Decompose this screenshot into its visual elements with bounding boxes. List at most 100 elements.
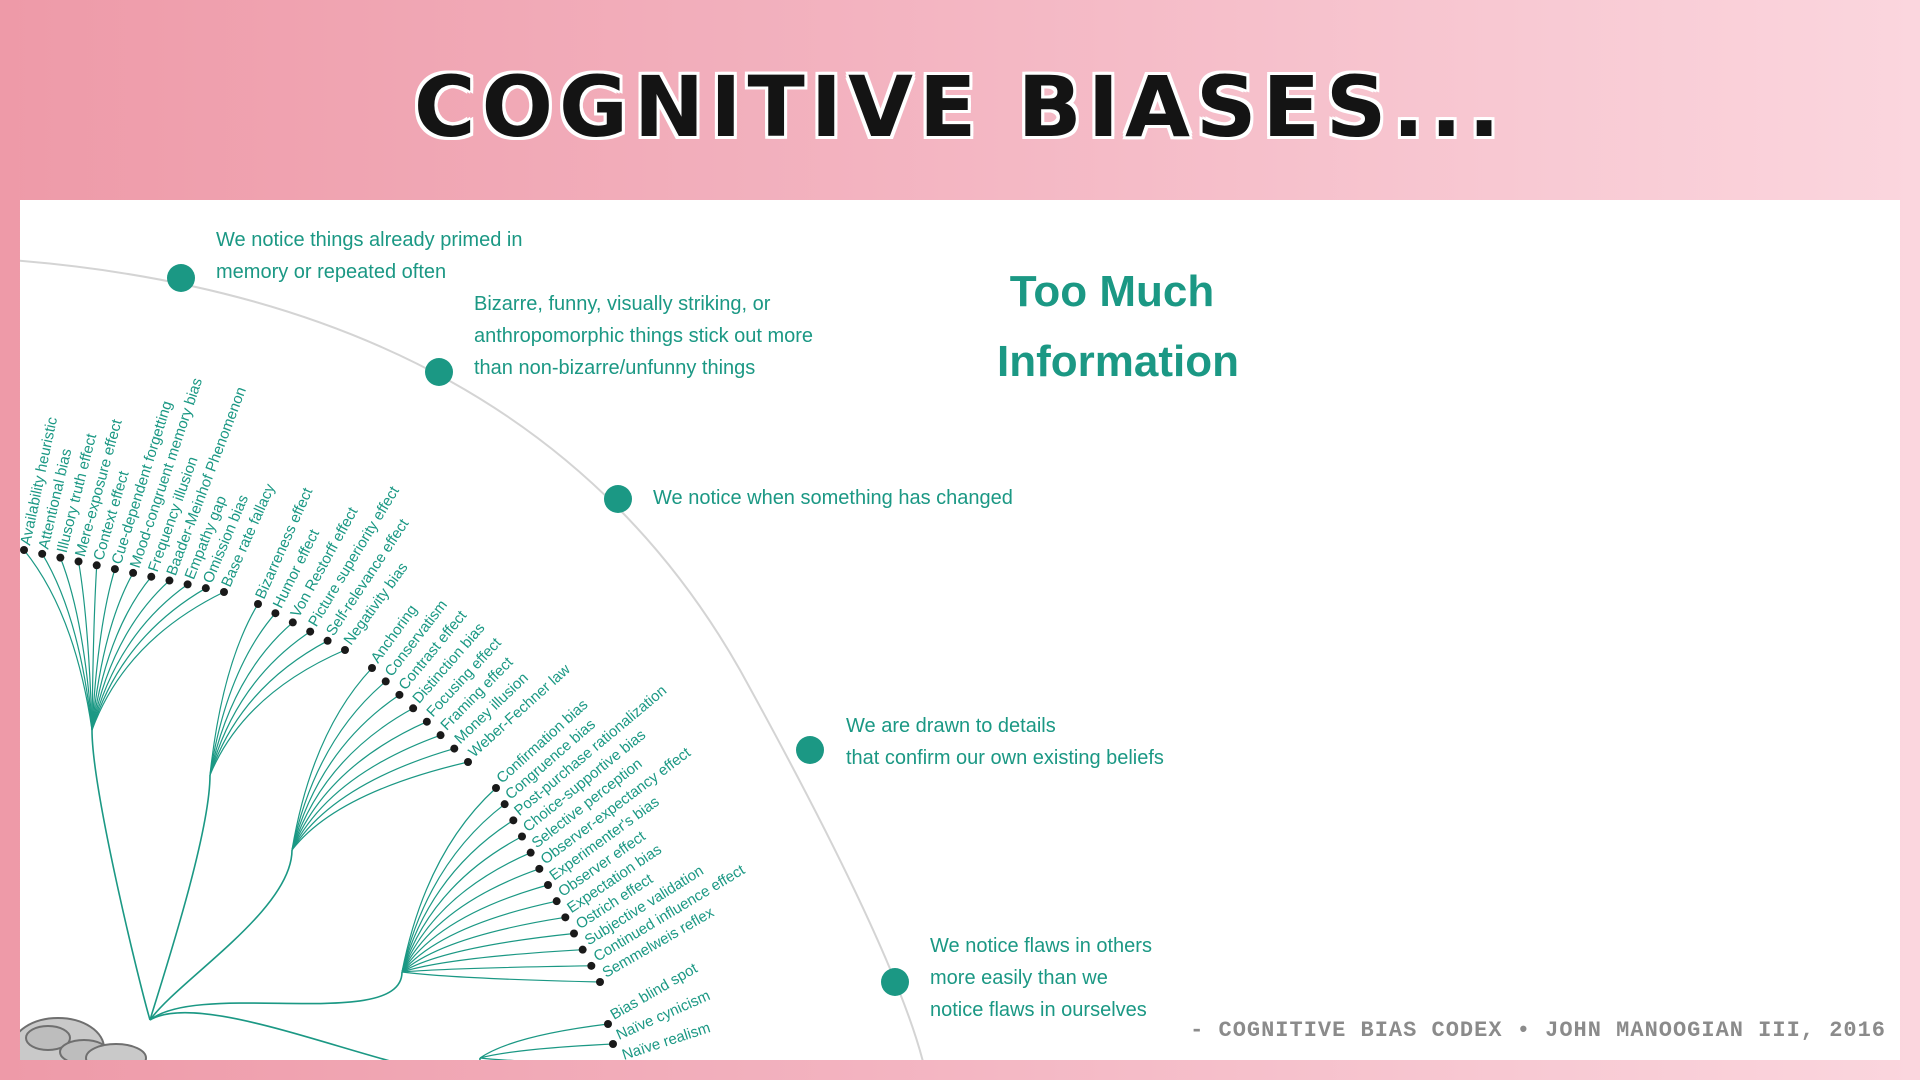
branch-twig xyxy=(91,580,170,731)
bias-leaf-dot xyxy=(544,881,552,889)
bias-leaf-dot xyxy=(254,600,262,608)
bias-leaf-dot xyxy=(395,690,404,699)
category-node-label: than non-bizarre/unfunny things xyxy=(474,357,755,379)
heading-line-2: Information xyxy=(997,337,1239,386)
bias-leaf-dot xyxy=(535,864,544,873)
category-node-label: We notice things already primed in xyxy=(216,229,522,251)
branch-twig xyxy=(291,667,373,851)
bias-leaf-dot xyxy=(604,1020,612,1028)
category-node-label: We notice flaws in others xyxy=(930,935,1152,957)
branch-twig xyxy=(209,649,346,776)
brain-icon xyxy=(20,1017,147,1060)
slide-title: COGNITIVE BIASES... xyxy=(413,58,1507,156)
outer-arc xyxy=(20,259,924,1060)
bias-leaf-dot xyxy=(271,609,280,618)
branch-twig xyxy=(401,852,531,973)
branch-tree xyxy=(23,549,614,1060)
attribution-credit: - COGNITIVE BIAS CODEX • JOHN MANOOGIAN … xyxy=(1190,1018,1886,1043)
branch-twig xyxy=(479,1023,609,1059)
category-nodes: We notice things already primed inmemory… xyxy=(167,229,1164,1021)
bias-leaf-dot xyxy=(552,897,561,906)
branch-trunk xyxy=(149,1011,481,1060)
bias-leaf-dot xyxy=(20,546,28,554)
branch-twig xyxy=(209,603,259,776)
branch-twig xyxy=(401,965,592,973)
branch-twig xyxy=(401,916,566,973)
branch-twig xyxy=(401,835,523,973)
branch-twig xyxy=(291,734,441,851)
category-node-label: We notice when something has changed xyxy=(653,487,1013,509)
bias-leaf-dot xyxy=(596,978,604,986)
bias-leaf-dot xyxy=(570,929,578,938)
category-node-label: Bizarre, funny, visually striking, or xyxy=(474,293,771,315)
branch-trunk xyxy=(149,774,211,1021)
bias-leaf-dot xyxy=(492,784,500,792)
branch-twig xyxy=(401,787,497,973)
branch-twig xyxy=(91,572,134,731)
bias-leaf-dot xyxy=(381,677,390,686)
branch-twig xyxy=(91,565,98,731)
bias-leaf-dot xyxy=(201,584,210,593)
branch-trunk xyxy=(91,729,151,1021)
branch-twig xyxy=(291,761,469,851)
branch-twig xyxy=(479,1057,515,1060)
bias-leaf-dot xyxy=(464,758,472,766)
branch-twig xyxy=(77,561,93,731)
bias-leaf-dot xyxy=(323,636,332,645)
category-node-label: We are drawn to details xyxy=(846,715,1056,737)
branch-twig xyxy=(401,971,601,983)
branch-twig xyxy=(291,747,455,851)
branch-twig xyxy=(59,557,93,731)
branch-twig xyxy=(91,591,225,731)
bias-leaf-dot xyxy=(129,568,138,577)
branch-twig xyxy=(209,640,328,776)
bias-leaf-dot xyxy=(92,561,101,570)
bias-leaf-dot xyxy=(526,848,535,857)
bias-leaf-dot xyxy=(288,618,297,627)
branch-twig xyxy=(401,932,575,973)
branch-twig xyxy=(291,707,414,851)
bias-leaf-dot xyxy=(220,588,228,596)
bias-leaf-dot xyxy=(436,731,445,740)
bias-leaf-dot xyxy=(110,565,119,574)
branch-trunk xyxy=(149,971,403,1021)
category-node-label: anthropomorphic things stick out more xyxy=(474,325,813,347)
branch-twig xyxy=(401,949,583,973)
branch-twig xyxy=(209,612,276,776)
bias-leaf-dot xyxy=(183,580,192,589)
category-node-dot xyxy=(425,358,453,386)
branch-twig xyxy=(401,868,540,973)
branch-trunk xyxy=(149,849,293,1021)
branch-twig xyxy=(209,631,311,776)
bias-leaf-dot xyxy=(306,627,315,636)
bias-leaf-dot xyxy=(38,549,47,558)
category-node-label: that confirm our own existing beliefs xyxy=(846,747,1164,769)
bias-leaf-dot xyxy=(450,744,459,753)
bias-leaf-dot xyxy=(56,553,65,562)
category-node-dot xyxy=(881,968,909,996)
branch-twig xyxy=(479,1043,614,1059)
branch-twig xyxy=(91,583,188,731)
branch-twig xyxy=(41,553,93,731)
bias-leaf-dot xyxy=(74,557,83,566)
bias-leaf-dot xyxy=(422,717,431,726)
bias-leaf-dot xyxy=(165,576,174,585)
category-node-dot xyxy=(167,264,195,292)
bias-leaf-dot xyxy=(368,664,376,672)
bias-leaf-dot xyxy=(341,646,349,654)
bias-leaf-dot xyxy=(409,704,418,713)
branch-twig xyxy=(291,680,387,851)
heading-line-1: Too Much xyxy=(1010,267,1214,316)
category-node-dot xyxy=(604,485,632,513)
bias-leaf-dot xyxy=(500,800,509,809)
bias-leaf-dot xyxy=(578,945,587,954)
category-node-label: notice flaws in ourselves xyxy=(930,999,1147,1021)
bias-leaf-dot xyxy=(147,572,156,581)
bias-leaf-dot xyxy=(518,832,526,841)
bias-leaf-dot xyxy=(609,1040,617,1048)
branch-twig xyxy=(291,721,428,851)
branch-twig xyxy=(23,549,93,731)
